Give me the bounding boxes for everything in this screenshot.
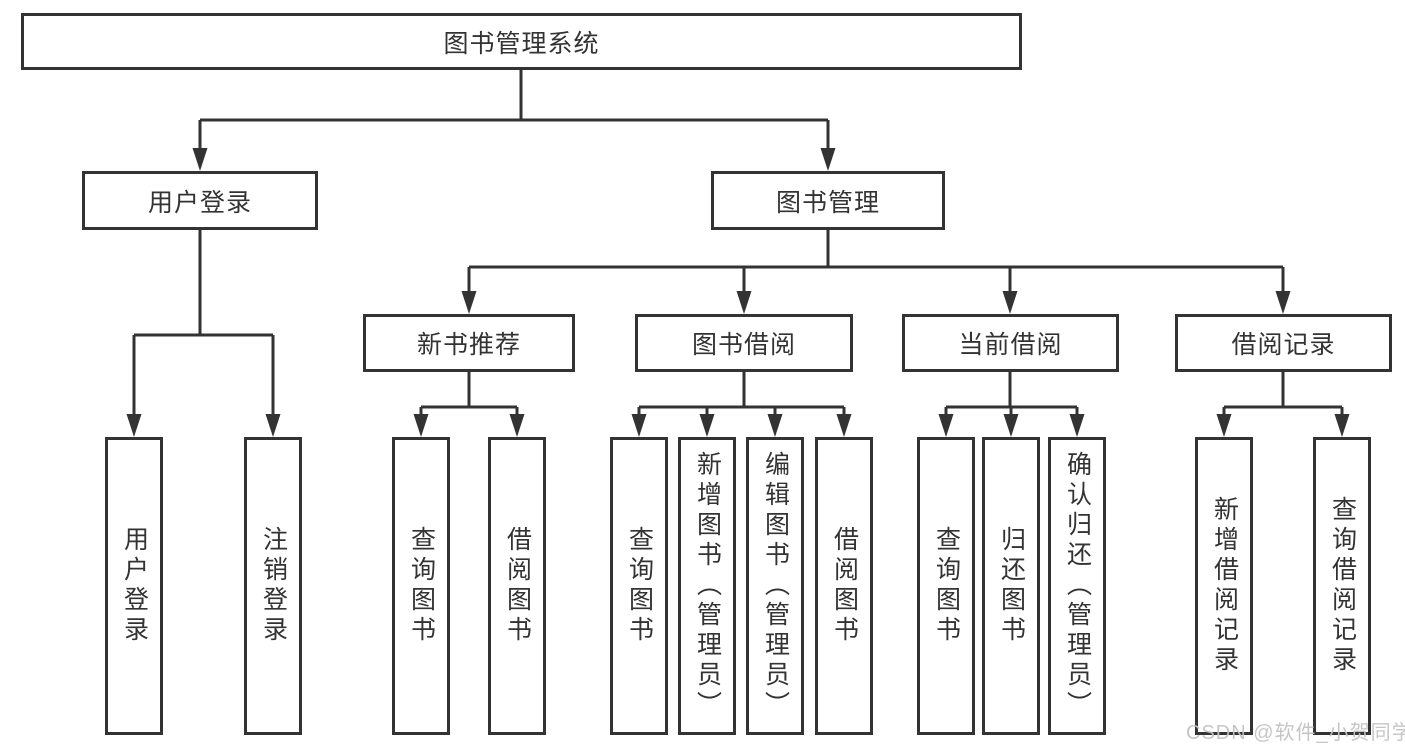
arrowheads-level3	[461, 291, 1291, 314]
node-book-management: 图书管理	[711, 171, 945, 230]
leaf-borrow-books-recommend: 借阅图书	[488, 437, 546, 735]
connector-borrowrecords-to-leaves	[1222, 372, 1344, 415]
node-book-management-label: 图书管理	[775, 188, 880, 217]
connector-currentborrow-to-leaves	[944, 372, 1079, 415]
leaf-query-books-recommend: 查询图书	[392, 437, 450, 735]
leaf-add-books-admin: 新增图书（管理员）	[678, 437, 736, 735]
leaf-user-login-label: 用户登录	[120, 526, 149, 646]
arrowheads-borrowrecords-leaves	[1216, 414, 1350, 437]
node-book-borrow-label: 图书借阅	[691, 331, 796, 359]
leaf-query-books-current: 查询图书	[917, 437, 975, 735]
leaf-confirm-return-admin: 确认归还（管理员）	[1048, 437, 1106, 735]
arrowheads-bookborrow-leaves	[631, 414, 852, 437]
leaf-query-books-borrow: 查询图书	[610, 437, 668, 735]
leaf-user-login: 用户登录	[105, 437, 163, 735]
leaf-logout-label: 注销登录	[259, 526, 288, 646]
node-current-borrow-label: 当前借阅	[958, 331, 1063, 359]
leaf-confirm-return-admin-label: 确认归还（管理员）	[1063, 451, 1092, 721]
arrowheads-currentborrow-leaves	[938, 414, 1085, 437]
leaf-borrow-books: 借阅图书	[815, 437, 873, 735]
leaf-borrow-books-recommend-label: 借阅图书	[503, 526, 532, 646]
connector-newbook-to-leaves	[419, 372, 519, 415]
node-root-system-label: 图书管理系统	[443, 29, 600, 58]
connector-root-to-level2	[198, 70, 830, 148]
arrowheads-login-leaves	[126, 414, 281, 437]
leaf-add-books-admin-label: 新增图书（管理员）	[693, 451, 722, 721]
connector-login-to-leaves	[132, 230, 275, 415]
leaf-query-borrow-record: 查询借阅记录	[1313, 437, 1371, 735]
connector-bookmgmt-to-level3	[467, 230, 1285, 292]
leaf-edit-books-admin: 编辑图书（管理员）	[746, 437, 804, 735]
leaf-query-books-borrow-label: 查询图书	[625, 526, 654, 646]
node-borrow-records-label: 借阅记录	[1231, 331, 1336, 359]
leaf-add-borrow-record: 新增借阅记录	[1195, 437, 1253, 735]
leaf-query-books-recommend-label: 查询图书	[407, 526, 436, 646]
node-root-system: 图书管理系统	[21, 13, 1022, 70]
connector-bookborrow-to-leaves	[637, 372, 846, 415]
arrowheads-level2	[192, 148, 836, 171]
leaf-add-borrow-record-label: 新增借阅记录	[1210, 496, 1239, 676]
leaf-borrow-books-label: 借阅图书	[830, 526, 859, 646]
node-current-borrow: 当前借阅	[902, 314, 1119, 372]
watermark: CSDN @软件_小贺同学	[1186, 722, 1405, 744]
leaf-query-borrow-record-label: 查询借阅记录	[1328, 496, 1357, 676]
node-user-login-label: 用户登录	[147, 188, 252, 217]
leaf-edit-books-admin-label: 编辑图书（管理员）	[761, 451, 790, 721]
leaf-return-books-label: 归还图书	[997, 526, 1026, 646]
node-user-login: 用户登录	[82, 171, 318, 230]
node-new-book-recommend: 新书推荐	[363, 314, 575, 372]
leaf-query-books-current-label: 查询图书	[932, 526, 961, 646]
leaf-logout: 注销登录	[244, 437, 302, 735]
arrowheads-newbook-leaves	[413, 414, 525, 437]
node-new-book-recommend-label: 新书推荐	[416, 331, 521, 359]
leaf-return-books: 归还图书	[982, 437, 1040, 735]
node-borrow-records: 借阅记录	[1175, 314, 1392, 372]
node-book-borrow: 图书借阅	[635, 314, 853, 372]
